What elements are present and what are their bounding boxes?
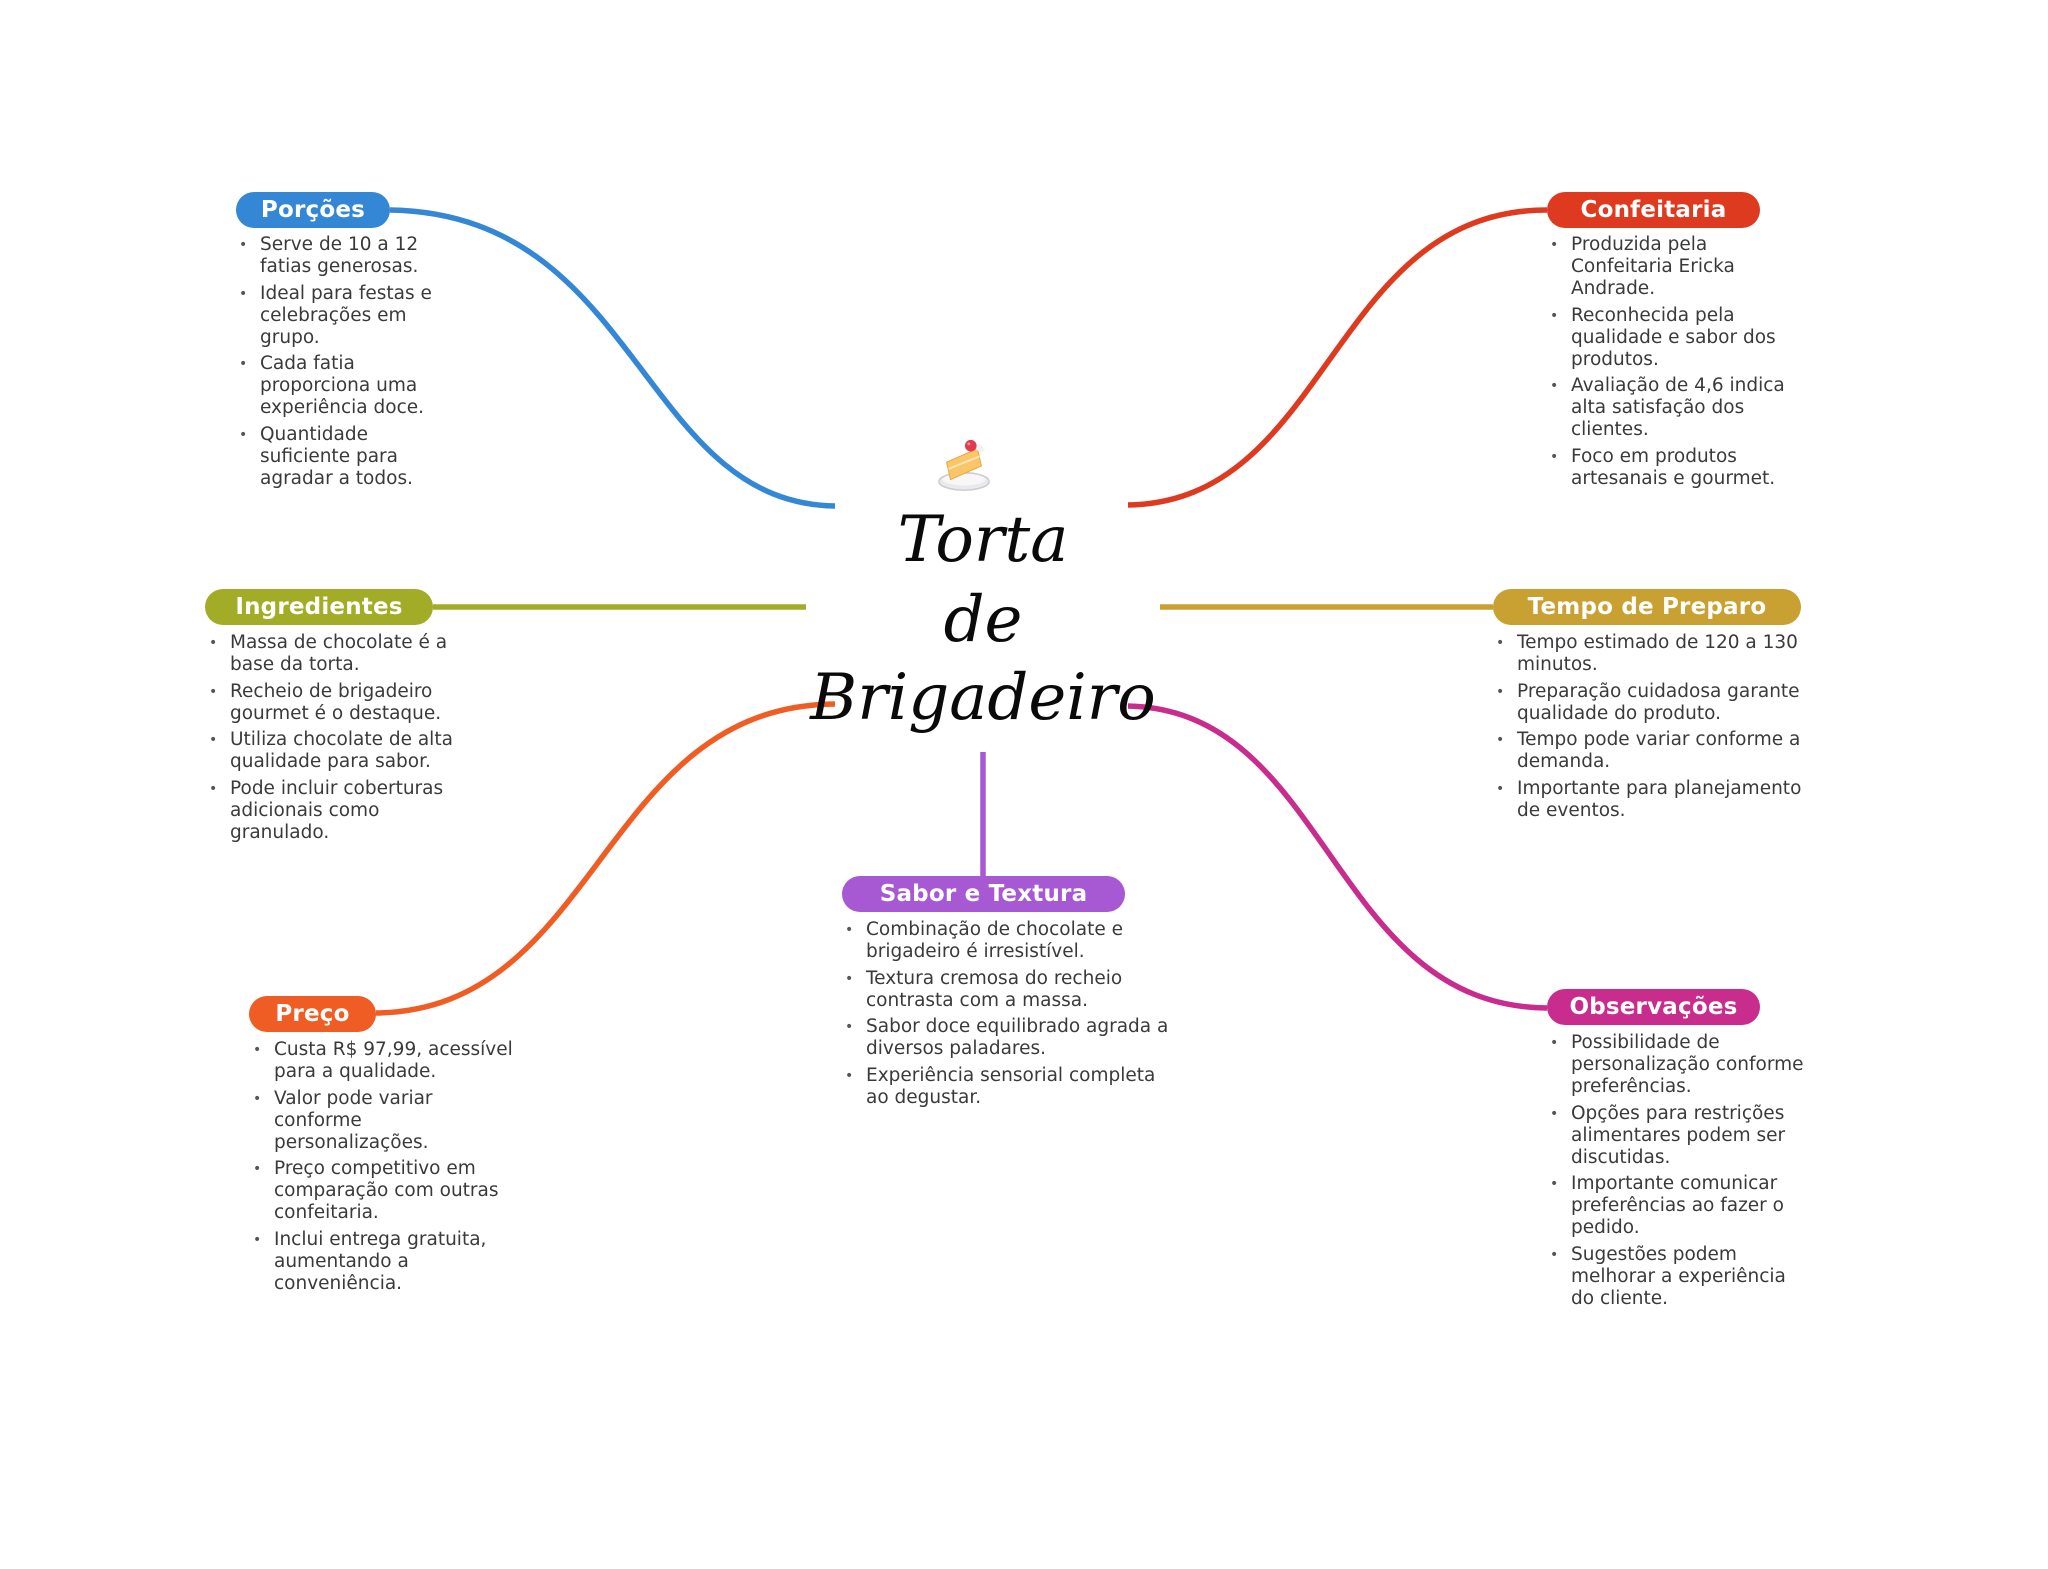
connector-observacoes [1127,703,1548,1011]
detail-item: Preparação cuidadosa garante qualidade d… [1494,681,1824,725]
detail-item: Cada fatia proporciona uma experiência d… [237,353,452,419]
detail-item: Produzida pela Confeitaria Ericka Andrad… [1548,234,1808,300]
central-title-line-2: de [943,583,1023,657]
detail-item: Recheio de brigadeiro gourmet é o destaq… [207,681,477,725]
topic-sabor-e-textura[interactable]: Sabor e Textura [842,876,1125,912]
topic-confeitaria-details: Produzida pela Confeitaria Ericka Andrad… [1548,234,1808,494]
topic-porcoes-details: Serve de 10 a 12 fatias generosas. Ideal … [237,234,452,494]
topic-tempo-de-preparo[interactable]: Tempo de Preparo [1493,589,1801,625]
detail-item: Foco em produtos artesanais e gourmet. [1548,446,1808,490]
topic-observacoes-details: Possibilidade de personalização conforme… [1548,1032,1808,1314]
connector-porcoes [389,207,836,509]
detail-item: Inclui entrega gratuita, aumentando a co… [251,1229,521,1295]
topic-sabor-e-textura-details: Combinação de chocolate e brigadeiro é i… [843,919,1173,1113]
detail-item: Tempo pode variar conforme a demanda. [1494,729,1824,773]
detail-item: Quantidade suficiente para agradar a tod… [237,424,452,490]
detail-item: Preço competitivo em comparação com outr… [251,1158,521,1224]
detail-item: Serve de 10 a 12 fatias generosas. [237,234,452,278]
detail-item: Massa de chocolate é a base da torta. [207,632,477,676]
detail-item: Importante comunicar preferências ao faz… [1548,1173,1808,1239]
detail-item: Reconhecida pela qualidade e sabor dos p… [1548,305,1808,371]
detail-item: Textura cremosa do recheio contrasta com… [843,968,1173,1012]
topic-confeitaria[interactable]: Confeitaria [1547,192,1760,228]
detail-item: Utiliza chocolate de alta qualidade para… [207,729,477,773]
topic-preco[interactable]: Preço [249,996,376,1032]
detail-item: Sugestões podem melhorar a experiência d… [1548,1244,1808,1310]
detail-item: Experiência sensorial completa ao degust… [843,1065,1173,1109]
topic-ingredientes-details: Massa de chocolate é a base da torta. Rec… [207,632,477,848]
topic-porcoes[interactable]: Porções [236,192,390,228]
topic-ingredientes[interactable]: Ingredientes [205,589,433,625]
detail-item: Valor pode variar conforme personalizaçõ… [251,1088,521,1154]
detail-item: Possibilidade de personalização conforme… [1548,1032,1808,1098]
detail-item: Custa R$ 97,99, acessível para a qualida… [251,1039,521,1083]
central-title-line-3: Brigadeiro [810,661,1156,735]
connector-preco [375,701,836,1016]
detail-item: Tempo estimado de 120 a 130 minutos. [1494,632,1824,676]
detail-item: Pode incluir coberturas adicionais como … [207,778,477,844]
connector-confeitaria [1127,207,1548,508]
detail-item: Sabor doce equilibrado agrada a diversos… [843,1016,1173,1060]
topic-observacoes[interactable]: Observações [1547,989,1760,1025]
cake-slice-icon [935,437,993,495]
detail-item: Combinação de chocolate e brigadeiro é i… [843,919,1173,963]
detail-item: Avaliação de 4,6 indica alta satisfação … [1548,375,1808,441]
detail-item: Ideal para festas e celebrações em grupo… [237,283,452,349]
detail-item: Opções para restrições alimentares podem… [1548,1103,1808,1169]
central-title-line-1: Torta [897,503,1069,577]
topic-tempo-de-preparo-details: Tempo estimado de 120 a 130 minutos. Prep… [1494,632,1824,826]
topic-preco-details: Custa R$ 97,99, acessível para a qualida… [251,1039,521,1299]
detail-item: Importante para planejamento de eventos. [1494,778,1824,822]
